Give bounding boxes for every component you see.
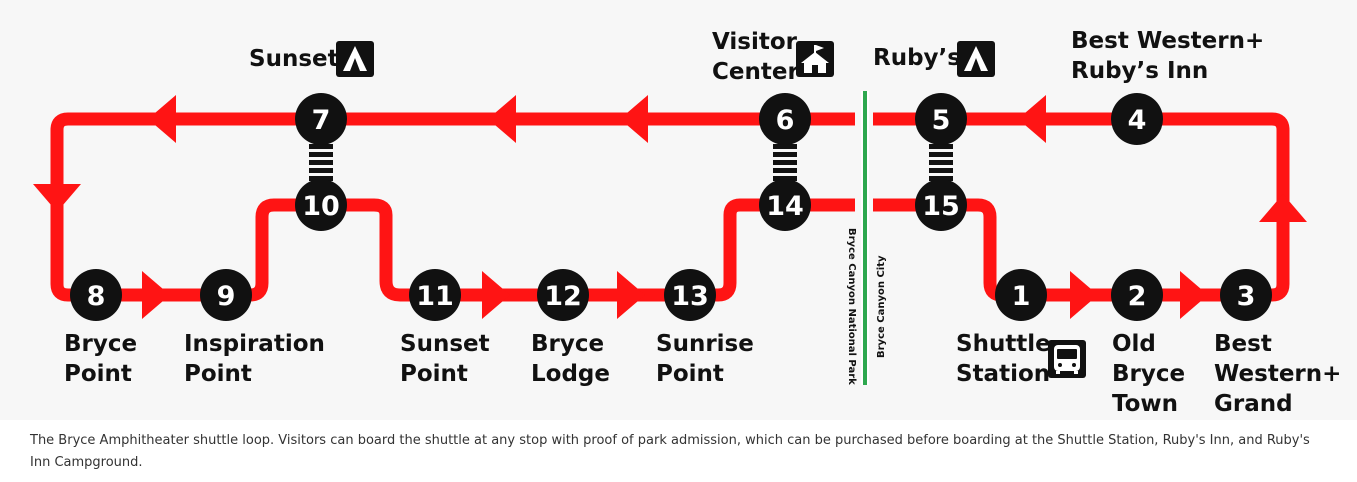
stop-marker[interactable]: 4	[1111, 93, 1163, 145]
route-lines	[50, 112, 1290, 302]
stop-label-line: Western+	[1214, 361, 1341, 387]
stop-label-line: Point	[64, 361, 132, 387]
stop-number: 9	[217, 281, 236, 312]
arrow-right-icon	[482, 271, 510, 319]
stop-label-line: Shuttle	[956, 331, 1051, 357]
arrow-down-icon	[33, 184, 81, 212]
stop-markers: 1 2 3 4 5 6 7 8 9 10 11 12 13 14 15	[70, 93, 1272, 321]
campground-icon	[336, 41, 374, 77]
stop-label-line: Lodge	[531, 361, 610, 387]
stop-label-line: Point	[184, 361, 252, 387]
park-boundary: Bryce Canyon National Park Bryce Canyon …	[846, 91, 887, 385]
stop-marker[interactable]: 5	[915, 93, 967, 145]
stop-label-line: Bryce	[531, 331, 604, 357]
stop-number: 10	[302, 191, 340, 222]
stop-label-line: Ruby’s	[873, 45, 961, 71]
stop-label-line: Grand	[1214, 391, 1293, 417]
stop-label-line: Bryce	[1112, 361, 1185, 387]
transfer-5-15	[929, 144, 953, 181]
visitor-center-icon	[796, 41, 834, 77]
stop-number: 15	[922, 191, 960, 222]
arrow-right-icon	[617, 271, 645, 319]
route-diagram: Bryce Canyon National Park Bryce Canyon …	[33, 28, 1341, 417]
stop-label-line: Point	[656, 361, 724, 387]
arrow-left-icon	[488, 95, 516, 143]
arrow-left-icon	[148, 95, 176, 143]
stop-label-line: Ruby’s Inn	[1071, 58, 1208, 84]
stop-label-line: Town	[1112, 391, 1178, 417]
stop-marker[interactable]: 11	[409, 269, 461, 321]
stop-number: 3	[1237, 281, 1256, 312]
boundary-label-city: Bryce Canyon City	[876, 255, 887, 358]
stop-label-line: Best Western+	[1071, 28, 1264, 54]
route-line-outbound	[50, 112, 855, 302]
stop-number: 6	[776, 105, 795, 136]
stop-number: 4	[1128, 105, 1147, 136]
stop-label-line: Best	[1214, 331, 1272, 357]
stop-marker[interactable]: 2	[1111, 269, 1163, 321]
stop-marker[interactable]: 3	[1220, 269, 1272, 321]
stop-number: 7	[312, 105, 331, 136]
stop-marker[interactable]: 15	[915, 179, 967, 231]
transfer-7-10	[309, 144, 333, 181]
stop-label-line: Old	[1112, 331, 1156, 357]
arrow-right-icon	[1180, 271, 1208, 319]
stop-label-line: Sunrise	[656, 331, 754, 357]
stop-marker[interactable]: 7	[295, 93, 347, 145]
stop-number: 1	[1012, 281, 1031, 312]
direction-arrows	[33, 95, 1307, 319]
stop-label-line: Inspiration	[184, 331, 325, 357]
arrow-right-icon	[142, 271, 170, 319]
stop-number: 11	[416, 281, 454, 312]
shuttle-map: Bryce Canyon National Park Bryce Canyon …	[33, 28, 1342, 417]
stop-marker[interactable]: 13	[664, 269, 716, 321]
boundary-label-park: Bryce Canyon National Park	[846, 228, 857, 385]
stop-label-line: Sunset	[249, 46, 339, 72]
stop-label-line: Bryce	[64, 331, 137, 357]
stop-label-line: Point	[400, 361, 468, 387]
stop-number: 13	[671, 281, 709, 312]
stop-label-line: Center	[712, 59, 799, 85]
arrow-up-icon	[1259, 194, 1307, 222]
arrow-right-icon	[1070, 271, 1098, 319]
stop-number: 12	[544, 281, 582, 312]
stop-number: 5	[932, 105, 951, 136]
stop-marker[interactable]: 12	[537, 269, 589, 321]
stop-marker[interactable]: 8	[70, 269, 122, 321]
stop-label-line: Visitor	[712, 29, 798, 55]
stop-marker[interactable]: 9	[200, 269, 252, 321]
campground-icon	[957, 41, 995, 77]
stop-marker[interactable]: 10	[295, 179, 347, 231]
stop-marker[interactable]: 1	[995, 269, 1047, 321]
stop-number: 2	[1128, 281, 1147, 312]
transfer-connectors	[309, 144, 953, 181]
stop-number: 14	[766, 191, 804, 222]
stop-labels: Shuttle Station Old Bryce Town Best West…	[64, 28, 1341, 417]
arrow-left-icon	[1018, 95, 1046, 143]
stop-marker[interactable]: 6	[759, 93, 811, 145]
map-caption: The Bryce Amphitheater shuttle loop. Vis…	[30, 433, 1310, 470]
stop-number: 8	[87, 281, 106, 312]
stop-marker[interactable]: 14	[759, 179, 811, 231]
arrow-left-icon	[620, 95, 648, 143]
bus-icon	[1048, 340, 1086, 378]
stop-label-line: Sunset	[400, 331, 490, 357]
transfer-6-14	[773, 144, 797, 181]
stop-label-line: Station	[956, 361, 1050, 387]
